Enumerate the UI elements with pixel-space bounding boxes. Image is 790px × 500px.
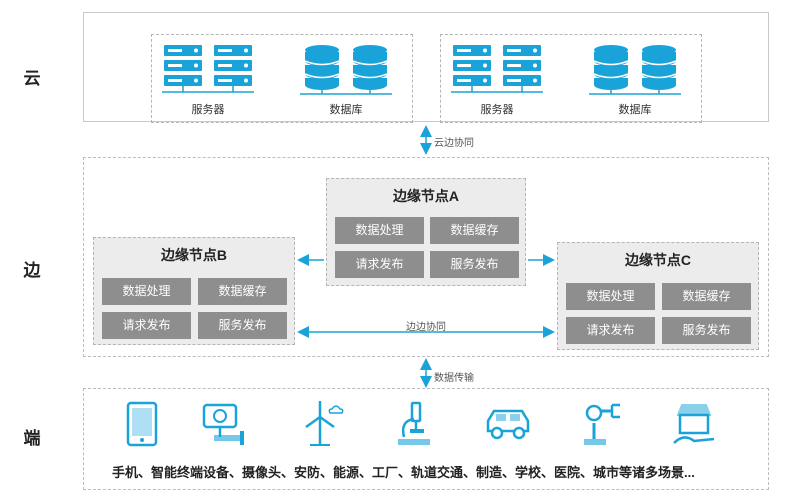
data-transfer-label: 数据传输 <box>434 373 474 384</box>
service-data-cache: 数据缓存 <box>198 278 287 305</box>
database-icon <box>589 45 681 95</box>
service-data-processing: 数据处理 <box>335 217 424 244</box>
end-layer: 手机、智能终端设备、摄像头、安防、能源、工厂、轨道交通、制造、学校、医院、城市等… <box>83 388 769 490</box>
edge-node-b: 边缘节点B 数据处理 数据缓存 请求发布 服务发布 <box>93 237 295 345</box>
service-request-publish: 请求发布 <box>335 251 424 278</box>
service-service-publish: 服务发布 <box>430 251 519 278</box>
server-group: 服务器 <box>443 41 551 116</box>
node-title: 边缘节点C <box>624 252 692 268</box>
server-icon <box>451 45 543 93</box>
phone-icon <box>126 401 158 447</box>
server-label: 服务器 <box>480 104 514 116</box>
cloud-layer-label: 云 <box>23 69 41 88</box>
cloud-layer: 服务器 <box>83 12 769 123</box>
end-layer-label: 端 <box>23 429 41 448</box>
car-icon <box>486 409 530 440</box>
service-data-processing: 数据处理 <box>566 283 655 310</box>
service-request-publish: 请求发布 <box>566 317 655 344</box>
service-data-cache: 数据缓存 <box>430 217 519 244</box>
database-group: 数据库 <box>581 41 689 116</box>
edge-node-c: 边缘节点C 数据处理 数据缓存 请求发布 服务发布 <box>557 242 759 350</box>
cloud-edge-label: 云边协同 <box>434 138 474 149</box>
scenario-caption: 手机、智能终端设备、摄像头、安防、能源、工厂、轨道交通、制造、学校、医院、城市等… <box>112 465 695 480</box>
microscope-icon <box>398 401 430 445</box>
server-label: 服务器 <box>191 104 225 116</box>
service-data-processing: 数据处理 <box>102 278 191 305</box>
node-title: 边缘节点A <box>392 188 460 204</box>
database-group: 数据库 <box>292 41 400 116</box>
cloud-cluster-2: 服务器 <box>440 34 702 123</box>
edge-node-a: 边缘节点A 数据处理 数据缓存 请求发布 服务发布 <box>326 178 526 286</box>
service-service-publish: 服务发布 <box>662 317 751 344</box>
service-data-cache: 数据缓存 <box>662 283 751 310</box>
store-icon <box>673 404 715 444</box>
database-label: 数据库 <box>329 104 363 116</box>
service-request-publish: 请求发布 <box>102 312 191 339</box>
service-service-publish: 服务发布 <box>198 312 287 339</box>
server-group: 服务器 <box>154 41 262 116</box>
camera-icon <box>202 403 244 445</box>
robot-arm-icon <box>584 403 620 445</box>
node-title: 边缘节点B <box>160 247 228 263</box>
database-label: 数据库 <box>618 104 652 116</box>
server-icon <box>162 45 254 93</box>
database-icon <box>300 45 392 95</box>
wind-turbine-icon <box>305 401 344 446</box>
edge-edge-label: 边边协同 <box>406 322 446 333</box>
cloud-cluster-1: 服务器 <box>151 34 413 123</box>
edge-layer-label: 边 <box>23 261 41 280</box>
